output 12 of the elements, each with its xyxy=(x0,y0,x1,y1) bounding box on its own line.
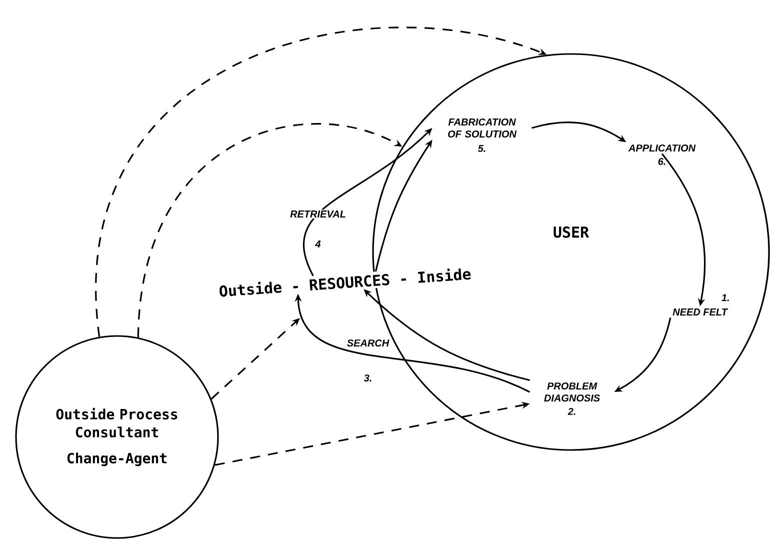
step-number: 4 xyxy=(315,240,321,248)
step-number: 3. xyxy=(364,374,372,382)
step-number: 1. xyxy=(722,294,729,302)
edge-label: RETRIEVAL xyxy=(289,210,347,218)
step-number: 5. xyxy=(478,144,486,152)
resources-text: Outside - RESOURCES - Inside xyxy=(216,264,474,300)
step-number: 6. xyxy=(658,158,666,166)
stage-label: APPLICATION xyxy=(628,144,696,152)
step-number: 2. xyxy=(568,408,576,415)
stage-label: PROBLEM DIAGNOSIS xyxy=(544,382,600,402)
stage-label: NEED FELT xyxy=(672,308,728,316)
stage-label: FABRICATION OF SOLUTION xyxy=(448,118,517,138)
